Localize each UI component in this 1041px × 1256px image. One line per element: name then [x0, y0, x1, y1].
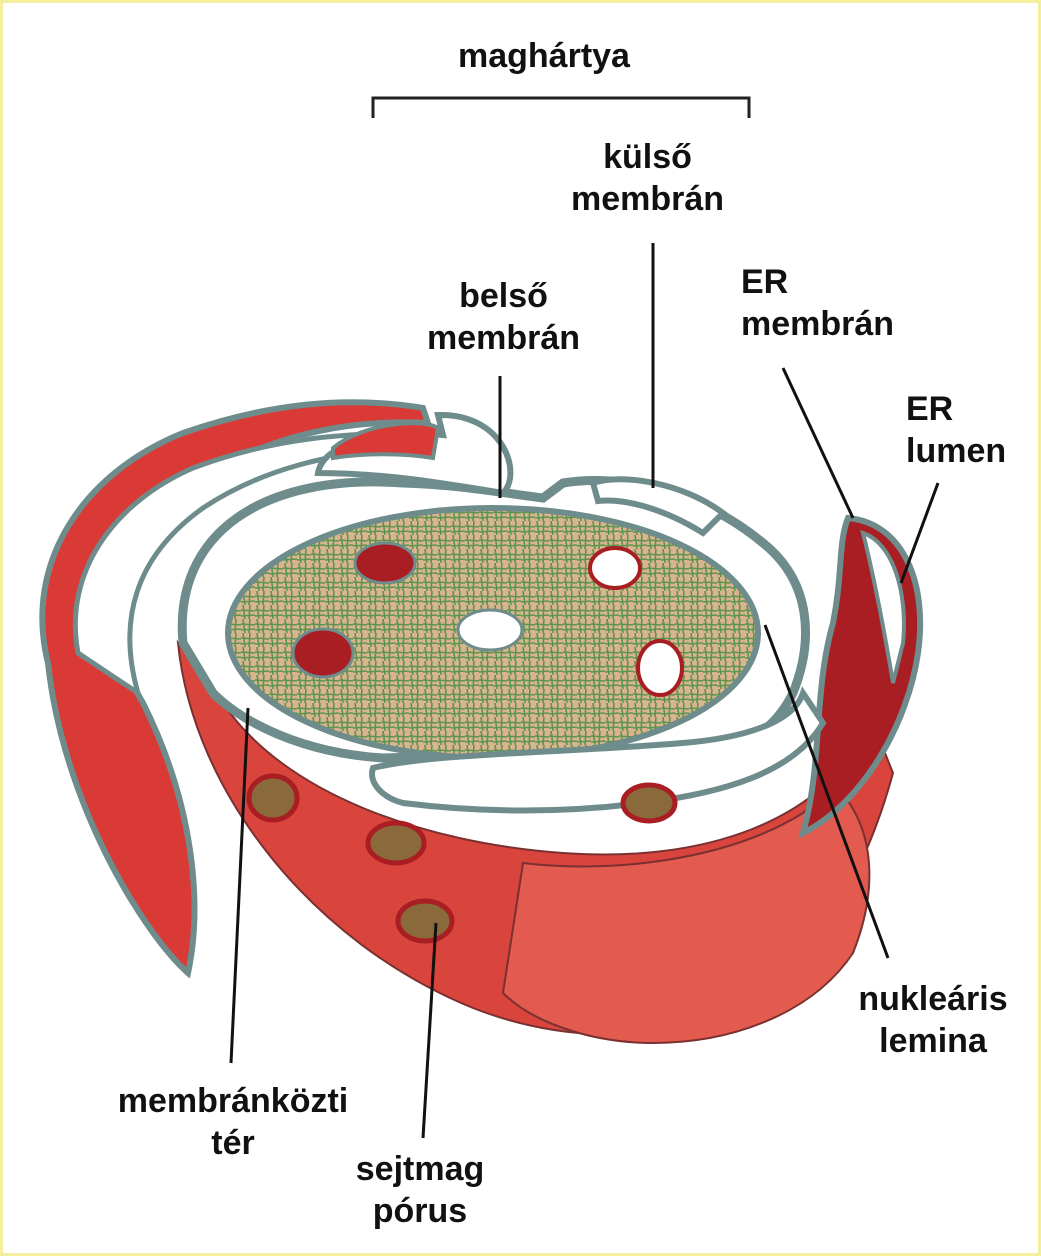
label-kulso-line2: membrán [555, 178, 740, 220]
inner-pore [638, 641, 682, 695]
label-sejtmag-porus: sejtmag pórus [330, 1148, 510, 1232]
outer-pore [368, 823, 424, 863]
label-er-lumen: ER lumen [906, 388, 1006, 472]
inner-pore [293, 629, 353, 677]
label-sejtmag-line1: sejtmag [330, 1148, 510, 1190]
leader-er-membran [783, 368, 853, 518]
label-nuklearis-line2: lemina [833, 1020, 1033, 1062]
label-kulso-line1: külső [555, 136, 740, 178]
label-er-membran: ER membrán [741, 261, 894, 345]
label-belso-membran: belső membrán [411, 275, 596, 359]
inner-pore [355, 543, 415, 583]
leader-er-lumen [901, 483, 938, 583]
outer-pore [249, 776, 297, 820]
label-membrankozti-line1: membránközti [83, 1080, 383, 1122]
label-kulso-membran: külső membrán [555, 136, 740, 220]
maghartya-bracket [373, 98, 749, 118]
nuclear-envelope-illustration [3, 3, 1038, 1253]
inner-pore [458, 610, 522, 650]
label-nuklearis-line1: nukleáris [833, 978, 1033, 1020]
label-belso-line2: membrán [411, 317, 596, 359]
outer-pore [623, 785, 675, 821]
label-er-membran-line1: ER [741, 261, 894, 303]
label-nuklearis-lemina: nukleáris lemina [833, 978, 1033, 1062]
label-er-lumen-line1: ER [906, 388, 1006, 430]
label-maghartya: maghártya [458, 35, 630, 77]
label-er-lumen-line2: lumen [906, 430, 1006, 472]
outer-pore [398, 901, 452, 941]
right-er-fold [803, 518, 920, 833]
inner-pore [590, 548, 640, 588]
label-belso-line1: belső [411, 275, 596, 317]
label-er-membran-line2: membrán [741, 303, 894, 345]
label-sejtmag-line2: pórus [330, 1190, 510, 1232]
